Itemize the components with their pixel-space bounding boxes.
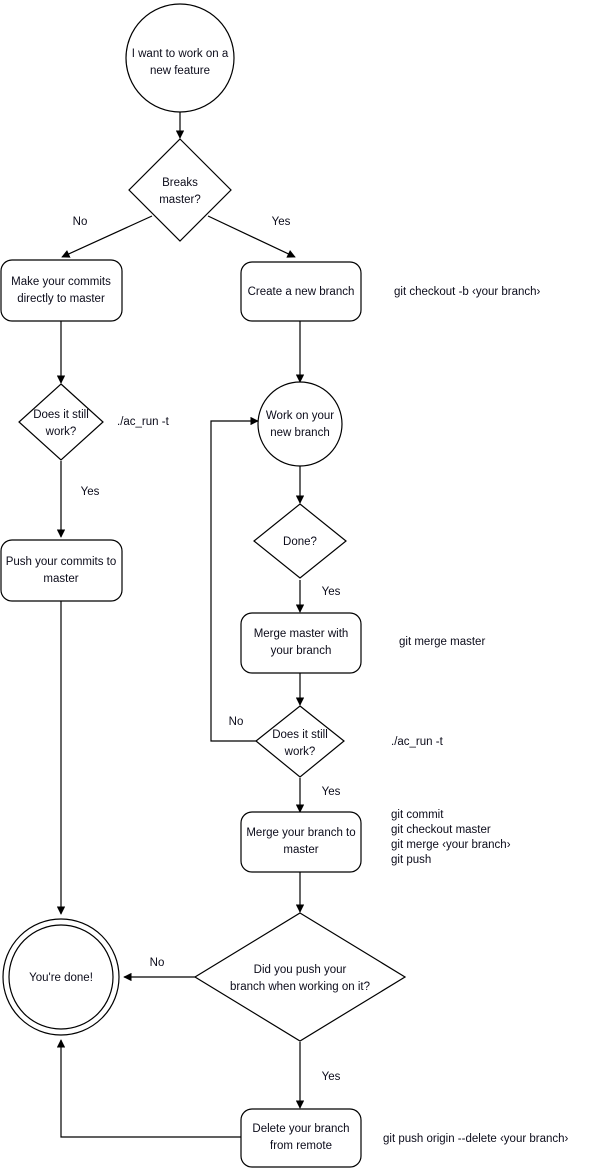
annotation-left-test-cmd: ./ac_run -t: [117, 416, 170, 428]
start-label-line2: new feature: [150, 65, 210, 77]
edge-label-breaks-no: No: [73, 216, 88, 228]
did-you-push-label-line2: branch when working on it?: [230, 981, 370, 993]
delete-branch-box: [240, 1108, 362, 1168]
done-question-diamond: [253, 503, 347, 579]
edge-label-right-work-no: No: [229, 716, 244, 728]
edge-does-it-work-right-no-loop-to-work-on-branch: [210, 416, 259, 742]
create-branch-label: Create a new branch: [248, 286, 355, 298]
start-circle: [125, 3, 235, 113]
push-commits-box: [0, 539, 123, 602]
annotation-git-commit: git commit: [391, 809, 444, 821]
annotation-delete-branch-cmd: git push origin --delete ‹your branch›: [383, 1133, 569, 1145]
edge-label-push-no: No: [150, 957, 165, 969]
work-on-branch-label-line1: Work on your: [266, 410, 334, 422]
make-commits-box: [0, 259, 123, 322]
merge-branch-to-master-box: [240, 811, 362, 873]
annotation-merge-to-master-cmds: git commit git checkout master git merge…: [391, 809, 511, 866]
push-commits-label-line2: master: [43, 573, 78, 585]
make-commits-label-line1: Make your commits: [11, 276, 111, 288]
node-start[interactable]: I want to work on a new feature: [125, 3, 235, 113]
edge-breaks-yes-to-create-branch: [207, 215, 296, 258]
edge-label-left-work-yes: Yes: [81, 486, 100, 498]
node-did-you-push[interactable]: Did you push your branch when working on…: [193, 912, 407, 1042]
merge-master-label-line2: your branch: [271, 645, 332, 657]
does-it-work-left-diamond: [18, 383, 104, 461]
done-question-label: Done?: [283, 536, 317, 548]
does-it-work-left-label-line1: Does it still: [33, 409, 89, 421]
does-it-work-right-label-line1: Does it still: [272, 729, 328, 741]
annotation-right-test-cmd: ./ac_run -t: [391, 736, 444, 748]
node-make-commits[interactable]: Make your commits directly to master: [0, 259, 123, 322]
youre-done-inner-circle: [8, 924, 114, 1030]
edge-breaks-no-to-make-commits: [61, 215, 153, 258]
annotation-git-merge-your-branch: git merge ‹your branch›: [391, 839, 511, 851]
node-merge-master[interactable]: Merge master with your branch: [240, 612, 362, 674]
did-you-push-diamond: [193, 912, 407, 1042]
does-it-work-right-label-line2: work?: [284, 746, 316, 758]
merge-branch-label-line1: Merge your branch to: [246, 827, 355, 839]
work-on-branch-circle: [257, 381, 343, 467]
node-work-on-branch[interactable]: Work on your new branch: [257, 381, 343, 467]
create-branch-box: [240, 261, 362, 322]
breaks-master-label-line2: master?: [159, 194, 201, 206]
does-it-work-right-diamond: [255, 705, 345, 778]
edge-delete-branch-to-youre-done: [56, 1039, 241, 1138]
annotation-merge-master-cmd: git merge master: [399, 636, 485, 648]
edge-label-done-yes: Yes: [322, 586, 341, 598]
edge-label-breaks-yes: Yes: [272, 216, 291, 228]
node-does-it-work-right[interactable]: Does it still work?: [255, 705, 345, 778]
does-it-work-left-label-line2: work?: [45, 426, 77, 438]
node-done-question[interactable]: Done?: [253, 503, 347, 579]
push-commits-label-line1: Push your commits to: [6, 556, 117, 568]
delete-branch-label-line1: Delete your branch: [252, 1123, 349, 1135]
annotation-git-checkout-master: git checkout master: [391, 824, 491, 836]
node-push-commits[interactable]: Push your commits to master: [0, 539, 123, 602]
annotation-git-push: git push: [391, 854, 431, 866]
node-breaks-master[interactable]: Breaks master?: [128, 138, 232, 242]
merge-master-label-line1: Merge master with: [254, 628, 349, 640]
breaks-master-diamond: [128, 138, 232, 242]
make-commits-label-line2: directly to master: [17, 293, 105, 305]
node-merge-branch-to-master[interactable]: Merge your branch to master: [240, 811, 362, 873]
node-youre-done[interactable]: You're done!: [2, 918, 120, 1036]
edge-label-push-yes: Yes: [322, 1071, 341, 1083]
edges: [56, 112, 305, 1138]
breaks-master-label-line1: Breaks: [162, 177, 198, 189]
node-create-branch[interactable]: Create a new branch: [240, 261, 362, 322]
annotation-create-branch-cmd: git checkout -b ‹your branch›: [394, 286, 541, 298]
delete-branch-label-line2: from remote: [270, 1140, 332, 1152]
did-you-push-label-line1: Did you push your: [254, 964, 347, 976]
work-on-branch-label-line2: new branch: [270, 427, 329, 439]
youre-done-label: You're done!: [29, 972, 93, 984]
edge-label-right-work-yes: Yes: [322, 786, 341, 798]
start-label-line1: I want to work on a: [132, 48, 229, 60]
merge-branch-label-line2: master: [283, 844, 318, 856]
merge-master-box: [240, 612, 362, 674]
node-does-it-work-left[interactable]: Does it still work?: [18, 383, 104, 461]
node-delete-branch[interactable]: Delete your branch from remote: [240, 1108, 362, 1168]
